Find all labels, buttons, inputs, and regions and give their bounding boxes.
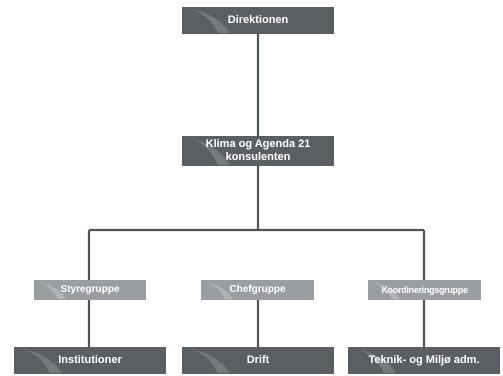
swoosh-decoration-icon: [38, 282, 66, 299]
org-box-teknik-og-miljo-adm: Teknik- og Miljø adm.: [348, 347, 500, 374]
swoosh-decoration-icon: [190, 138, 230, 165]
org-box-label-line1: Klima og Agenda 21: [205, 138, 311, 151]
org-box-styregruppe: Styregruppe: [34, 280, 146, 300]
swoosh-decoration-icon: [356, 349, 396, 373]
org-box-label: Institutioner: [58, 354, 122, 367]
org-box-institutioner: Institutioner: [14, 347, 166, 374]
org-box-label: Drift: [246, 354, 270, 367]
org-box-label: Direktionen: [227, 14, 289, 27]
swoosh-decoration-icon: [190, 9, 230, 33]
org-box-label: Koordineringsgruppe: [381, 284, 468, 295]
org-box-chefgruppe: Chefgruppe: [201, 280, 314, 300]
org-box-label: Teknik- og Miljø adm.: [368, 354, 480, 367]
org-box-drift: Drift: [182, 347, 334, 374]
org-box-label: Styregruppe: [60, 284, 120, 296]
org-box-label-line2: konsulenten: [225, 151, 291, 163]
org-box-koordineringsgruppe: Koordineringsgruppe: [368, 280, 481, 300]
org-box-label: Chefgruppe: [229, 284, 286, 296]
swoosh-decoration-icon: [372, 282, 400, 299]
swoosh-decoration-icon: [190, 349, 230, 373]
swoosh-decoration-icon: [22, 349, 62, 373]
org-box-klima-agenda21-konsulenten: Klima og Agenda 21 konsulenten: [182, 136, 334, 166]
org-box-direktionen: Direktionen: [182, 7, 334, 34]
swoosh-decoration-icon: [205, 282, 233, 299]
